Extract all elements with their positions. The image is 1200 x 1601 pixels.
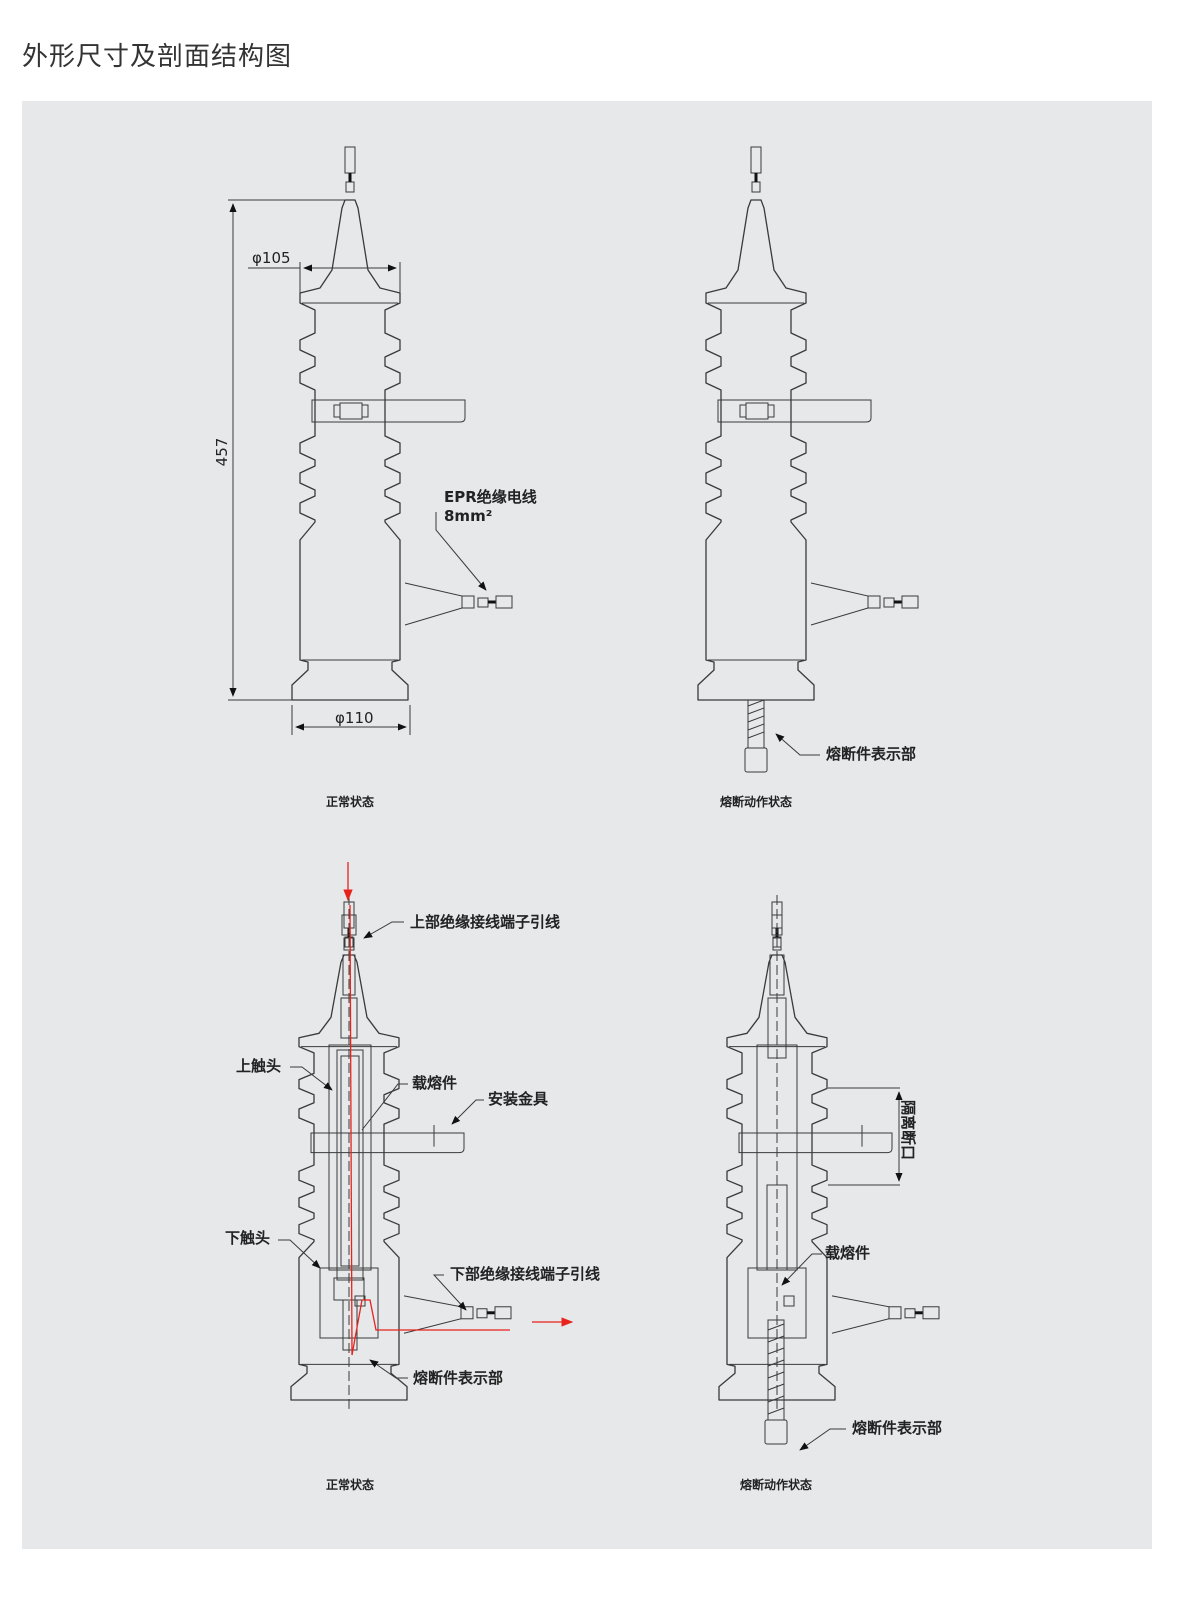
cable-cone [831, 1295, 890, 1334]
cable-size: 8mm² [444, 507, 492, 525]
isolation-gap-label: 隔离断口 [899, 1100, 917, 1160]
insulator-outline [291, 199, 409, 701]
view-normal-section [290, 895, 512, 1409]
clamp-bolt [339, 402, 363, 420]
top-terminal [750, 146, 762, 174]
view-normal-exterior [291, 146, 513, 701]
section-annotations-normal: 上部绝缘接线端子引线 上触头 载熔件 安装金具 下触头 下部绝缘接线端子引线 熔… [225, 913, 600, 1492]
clamp-nut [361, 404, 369, 418]
diagram-panel [22, 101, 1152, 1549]
blown-annotations: 熔断件表示部 熔断动作状态 [720, 699, 916, 809]
caption-blown: 熔断动作状态 [720, 794, 792, 809]
mounting-bracket-label: 安装金具 [488, 1090, 548, 1108]
clamp-nut [767, 404, 775, 418]
cable-connector [476, 1308, 488, 1319]
mounting-bracket [310, 1132, 465, 1154]
fuse-indicator-tube [744, 699, 768, 773]
top-diameter-dimension: φ105 [252, 249, 291, 267]
indicator-label-blown: 熔断件表示部 [852, 1419, 942, 1437]
insulator-outline [718, 954, 836, 1401]
bottom-diameter-dimension: φ110 [335, 709, 374, 727]
side-terminal [495, 595, 513, 609]
dimension-annotations: 457 φ105 φ110 EPR绝缘电线 8mm² 正常状态 [213, 199, 537, 809]
cable-cone [403, 1295, 462, 1334]
cable-connector [460, 1306, 474, 1320]
caption-blown-section: 熔断动作状态 [740, 1477, 812, 1492]
mounting-bracket [717, 399, 872, 423]
current-flow-path [343, 862, 574, 1356]
cable-connector [888, 1306, 902, 1320]
top-connector [345, 181, 355, 193]
upper-contact-label: 上触头 [236, 1057, 281, 1075]
cable-cone [404, 582, 463, 626]
cable-connector [883, 597, 895, 608]
view-blown-section [718, 895, 940, 1409]
top-terminal [344, 146, 356, 174]
fuse-indicator-tube-section [764, 1319, 788, 1445]
height-dimension: 457 [213, 438, 231, 467]
clamp-nut [739, 404, 747, 418]
cable-connector [461, 595, 475, 609]
caption-normal: 正常状态 [326, 794, 374, 809]
mounting-bracket [738, 1132, 893, 1154]
side-terminal [922, 1306, 940, 1320]
section-internals-blown: 隔离断口 载熔件 熔断件表示部 熔断动作状态 [740, 914, 942, 1492]
fuse-carrier-label: 载熔件 [412, 1074, 457, 1092]
view-blown-exterior [697, 146, 919, 701]
mounting-bracket [311, 399, 466, 423]
cable-connector [904, 1308, 916, 1319]
indicator-label: 熔断件表示部 [826, 745, 916, 763]
cable-connector [867, 595, 881, 609]
page-title: 外形尺寸及剖面结构图 [22, 42, 293, 72]
cable-connector [477, 597, 489, 608]
insulator-outline [697, 199, 815, 701]
cable-label: EPR绝缘电线 [444, 488, 537, 506]
side-terminal [901, 595, 919, 609]
lower-contact-label: 下触头 [225, 1229, 270, 1247]
clamp-bolt [745, 402, 769, 420]
side-terminal [494, 1306, 512, 1320]
top-connector [751, 181, 761, 193]
clamp-nut [333, 404, 341, 418]
indicator-label-normal: 熔断件表示部 [413, 1369, 503, 1387]
insulator-outline [290, 954, 408, 1401]
cable-cone [810, 582, 869, 626]
lower-terminal-label: 下部绝缘接线端子引线 [450, 1265, 600, 1283]
fuse-carrier-label-blown: 载熔件 [825, 1244, 870, 1262]
caption-normal-section: 正常状态 [326, 1477, 374, 1492]
upper-terminal-label: 上部绝缘接线端子引线 [410, 913, 560, 931]
